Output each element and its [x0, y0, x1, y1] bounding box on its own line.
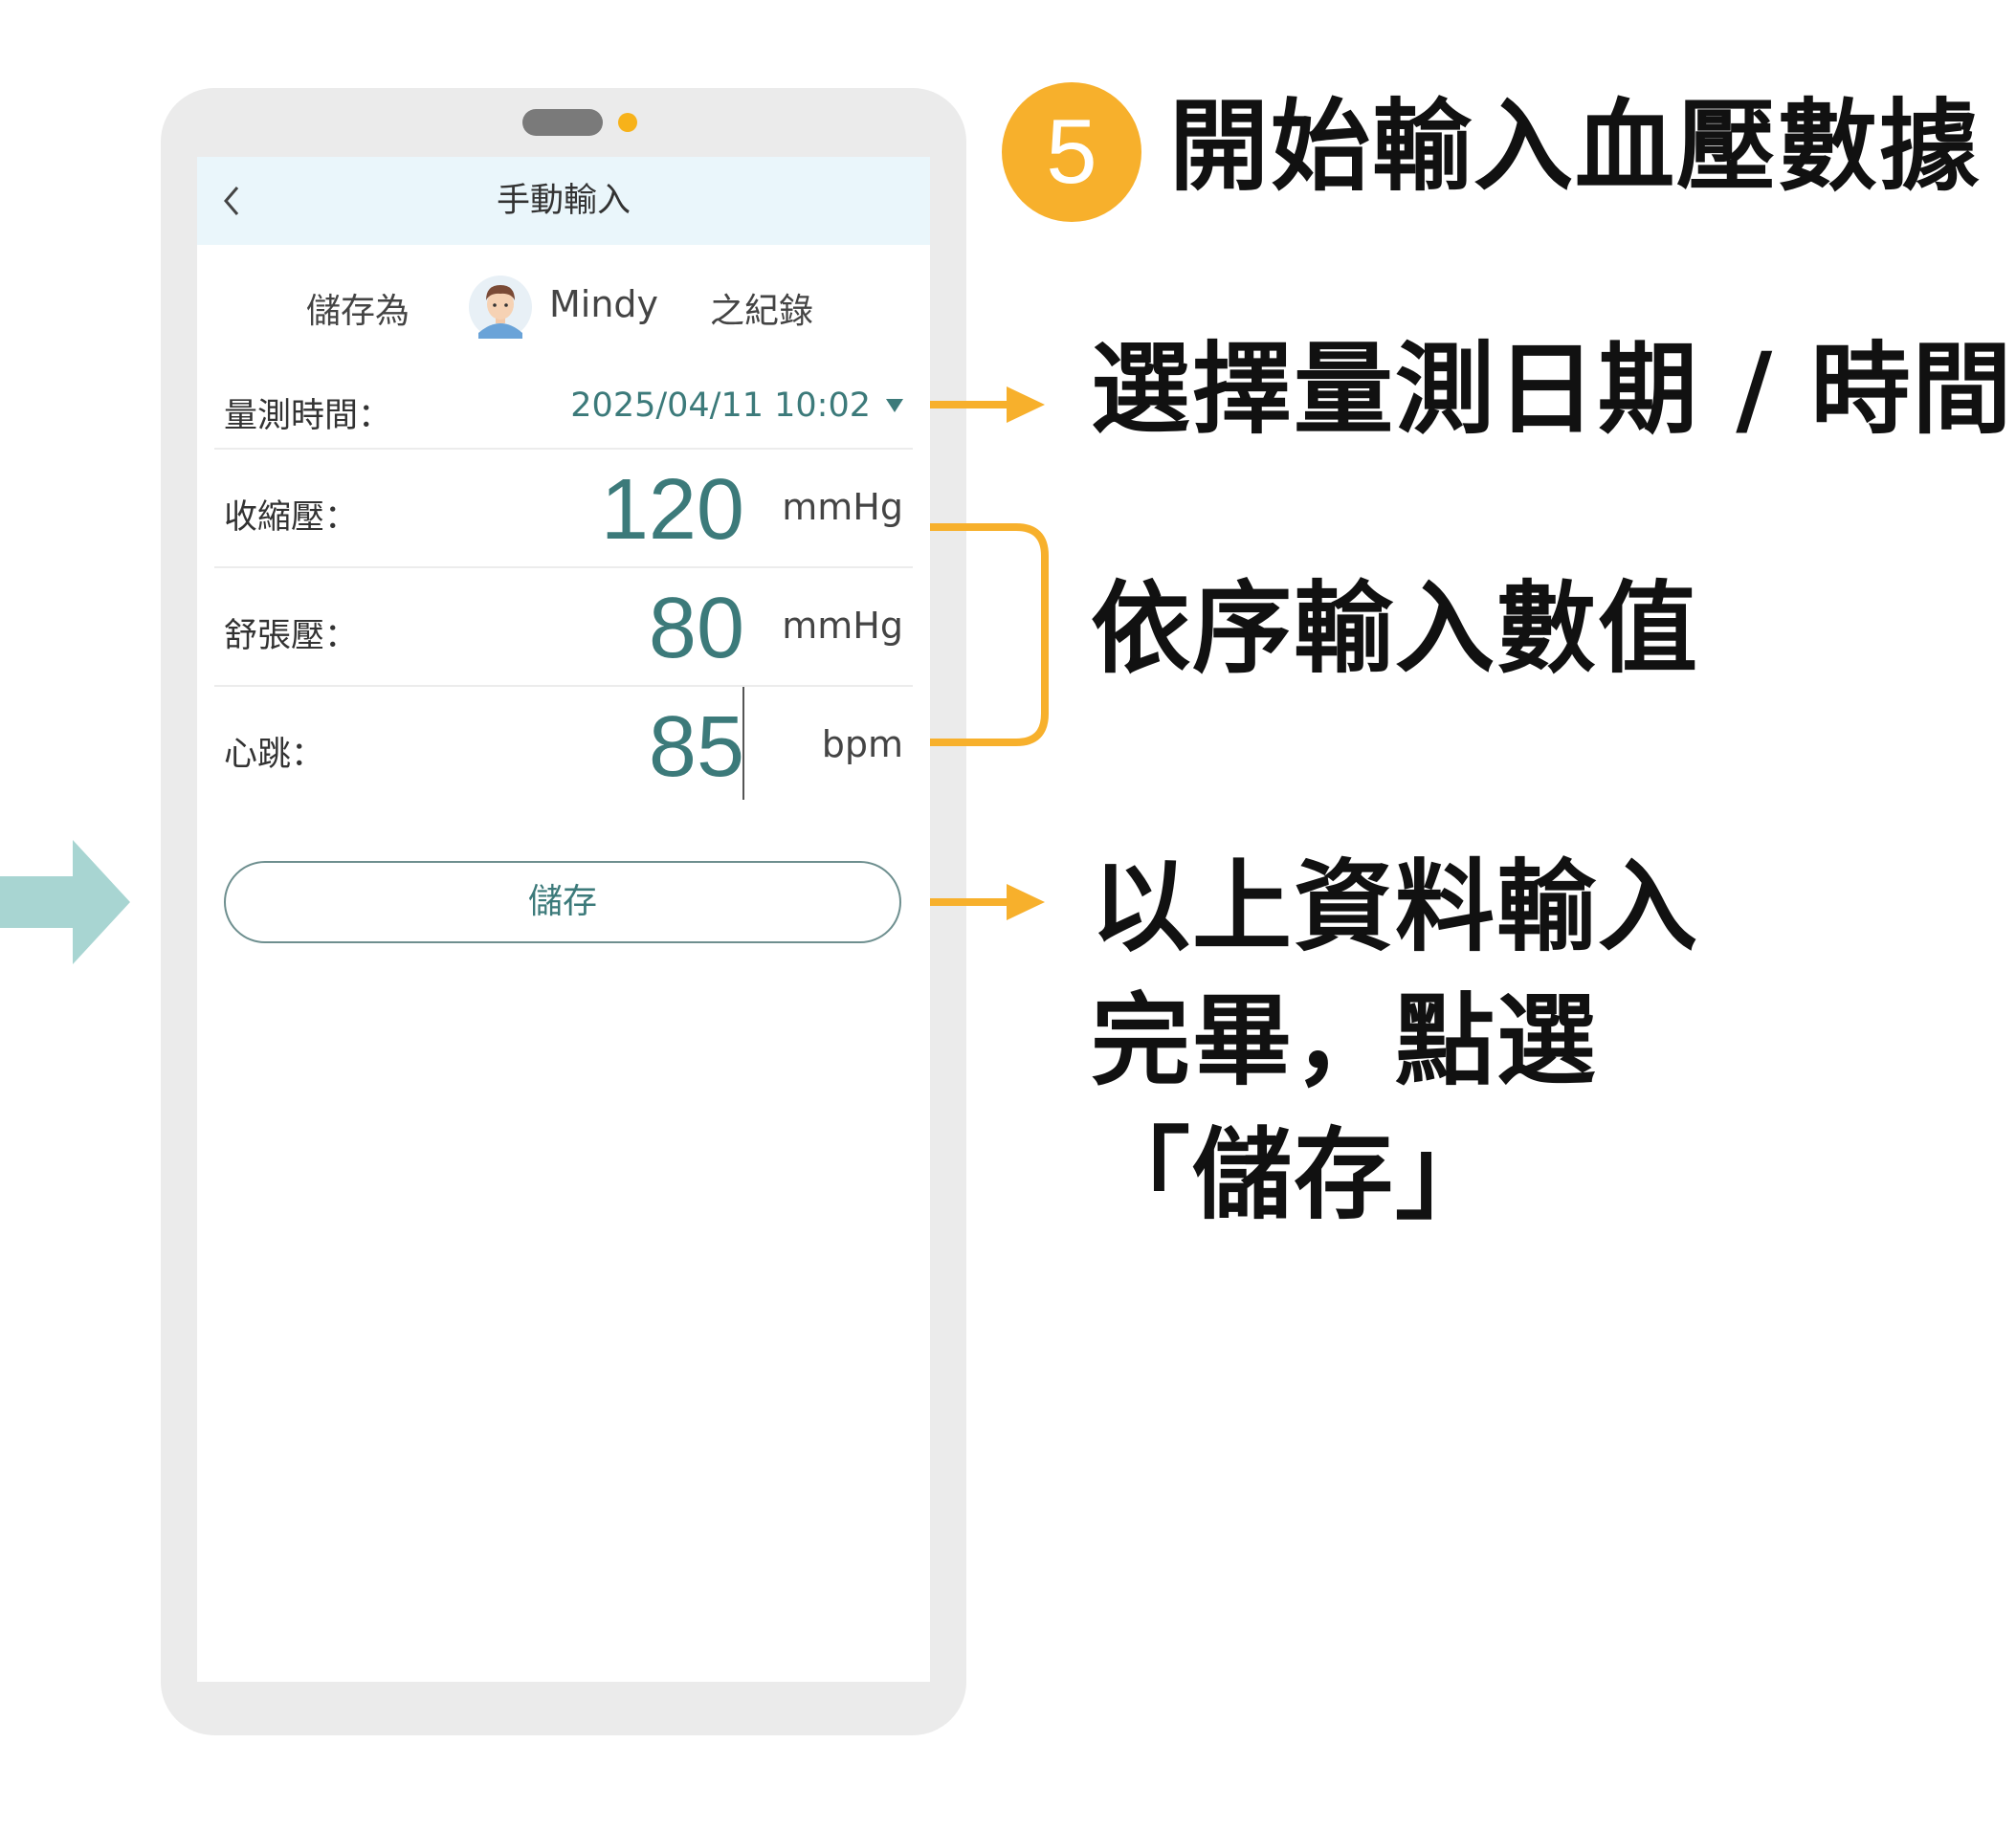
annotation-datetime: 選擇量測日期 / 時間	[1091, 331, 2014, 448]
left-arrow-icon	[0, 840, 130, 964]
step-number-badge: 5	[1002, 82, 1141, 222]
save-button[interactable]: 儲存	[224, 861, 901, 943]
save-as-label: 儲存為	[306, 292, 410, 331]
diastolic-input[interactable]: 80	[648, 581, 744, 676]
dropdown-arrow-icon[interactable]	[886, 399, 903, 412]
avatar[interactable]	[469, 276, 532, 339]
time-label: 量測時間：	[224, 397, 392, 435]
app-header: 手動輸入	[197, 157, 930, 245]
annotation-save: 以上資料輸入 完畢，點選 「儲存」	[1091, 840, 1699, 1242]
phone-camera-dot	[618, 113, 637, 132]
divider	[214, 448, 913, 450]
diastolic-label: 舒張壓：	[224, 617, 359, 655]
annotation-sequence: 依序輸入數值	[1091, 570, 1700, 687]
heartbeat-unit: bpm	[821, 723, 903, 765]
step-title: 開始輸入血壓數據	[1169, 88, 1982, 205]
page-title: 手動輸入	[496, 182, 631, 220]
diastolic-unit: mmHg	[782, 605, 903, 647]
phone-speaker	[522, 109, 603, 136]
text-caret	[742, 687, 744, 800]
systolic-unit: mmHg	[782, 486, 903, 528]
heartbeat-input[interactable]: 85	[648, 699, 744, 795]
chevron-left-icon[interactable]	[218, 182, 245, 220]
divider	[214, 685, 913, 687]
divider	[214, 566, 913, 568]
systolic-input[interactable]: 120	[600, 462, 744, 558]
heartbeat-label: 心跳：	[224, 736, 325, 774]
annotation-save-line1: 以上資料輸入	[1091, 849, 1700, 965]
user-name: Mindy	[549, 283, 659, 325]
save-as-suffix: 之紀錄	[710, 292, 814, 331]
systolic-label: 收縮壓：	[224, 498, 359, 537]
phone-screen: 手動輸入 儲存為 Mindy 之紀錄 量測時間： 2025/04/11 10:0…	[197, 157, 930, 1682]
annotation-save-line3: 「儲存」	[1091, 1116, 1497, 1233]
datetime-select[interactable]: 2025/04/11 10:02	[570, 386, 871, 425]
annotation-save-line2: 完畢，點選	[1091, 982, 1599, 1099]
annotation-arrows	[930, 386, 1049, 920]
